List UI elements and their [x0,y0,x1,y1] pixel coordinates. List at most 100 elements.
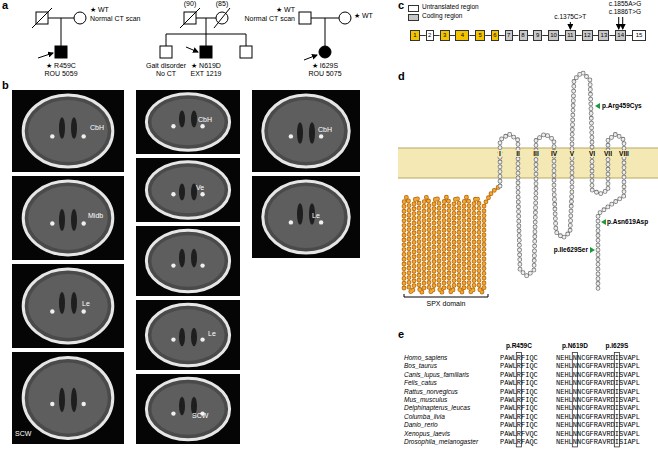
exon-box: 14 [615,30,626,41]
panel-letter: e [398,328,404,341]
male-symbol [55,46,67,58]
exon-number: 14 [617,32,624,38]
male-symbol [299,12,311,24]
female-symbol [339,12,351,24]
ventricle [191,111,197,128]
ventricle [59,209,65,231]
brain [28,363,108,434]
region-label: CbH [198,116,212,124]
sequence: PAWLRFIQC [500,396,538,404]
descent-line [206,18,207,34]
mutation-pointer [595,103,600,109]
ventricle [179,397,185,415]
panel-letter: c [398,0,404,12]
patient-id: ROU 5059 [44,70,77,78]
domain-label: SPX domain [427,300,466,308]
ventricle [71,209,77,231]
ventricle [309,122,315,144]
sequence: NEHLNNCGFRAVRDISVAPL [556,404,640,412]
calcification [200,337,204,341]
genotype-label: ★ WT [90,6,109,14]
sequence: PAWLRFIQC [500,404,538,412]
calcification [50,134,54,138]
skull [146,304,229,366]
deceased-slash [180,8,200,28]
species-name: Felis_catus [404,379,437,386]
phenotype-note: Normal CT scan [245,15,295,23]
sequence: PAWLRFIQC [500,413,538,421]
membrane-band [398,148,658,178]
variant-header: p.N619D [562,342,588,349]
brain [28,274,108,338]
region-label: SCW [15,430,31,438]
helix-number: III [532,150,539,157]
sequence: NEHLNNCGFRAVRDISVAPL [556,396,640,404]
species-name: Delphinapterus_leucas [404,404,470,411]
exon-number: 3 [443,32,446,38]
legend-text: Untranslated region [422,3,479,10]
sequence: NEHLNNCGFRAVRDISVAPL [556,354,640,362]
ct-frame [252,90,360,172]
exon-number: 1 [413,32,416,38]
ct-frame [136,300,240,370]
calcification [50,402,54,406]
genotype-label: ★ WT [354,12,373,20]
exon-box: 8 [519,30,528,41]
patient-id: EXT 1219 [190,70,221,78]
calcification [289,220,293,224]
brain [151,235,224,287]
male-symbol [160,46,172,58]
helix-number: I [498,150,502,157]
ct-frame [136,90,240,154]
age-label: (90) [184,0,196,8]
region-label: Le [208,330,216,338]
descent-line [325,18,326,46]
exon-box: 1 [410,30,420,41]
ventricle [297,122,303,144]
brain [151,309,224,361]
ventricle [179,111,185,128]
sequence: PAWLRFIQC [500,379,538,387]
brain [151,383,224,435]
ventricle [71,388,77,412]
calcification [171,337,175,341]
ventricle [191,249,197,267]
skull [263,181,349,253]
exon-number: 10 [550,32,557,38]
exon-box: 11 [565,30,576,41]
sequence: PAWLRFIQC [500,421,538,429]
exon-box: 2 [426,30,434,41]
sequence: NEHLNNCGFRAVRDISVAPL [556,413,640,421]
exon-number: 12 [584,32,591,38]
ventricle [191,328,197,346]
exon-number: 8 [521,32,524,38]
sequence: NEHLNNCGFRAVRDISVAPL [556,388,640,396]
mutation-label: p.Asn619Asp [607,218,648,225]
exon-box: 4 [455,30,469,41]
variant-label: c.1855A>G [609,0,642,7]
exon-number: 9 [536,32,539,38]
skull [23,358,113,439]
domain-bracket [404,297,488,298]
panel-letter: d [398,70,405,83]
exon-number: 15 [636,32,643,38]
ventricle [179,328,185,346]
skull [146,162,229,218]
sequence: PAWLRFVQC [500,430,538,438]
genotype-label: ★ WT [276,6,295,14]
mutation-label: p.Ile629Ser [554,246,588,253]
sequence: PAWLRFIQC [500,388,538,396]
ventricle [297,203,303,225]
descent-line [61,18,62,46]
region-label: CbH [318,126,332,134]
calcification [319,134,323,138]
calcification [200,192,204,196]
ventricle [59,292,65,314]
mutation-label: p.Arg459Cys [602,102,642,109]
phenotype-note: Gait disorder [146,62,186,70]
ct-frame [12,176,124,260]
species-name: Danio_rerio [404,421,438,428]
region-label: SCW [192,412,208,420]
sequence: NEHLNNCGFRAVRDISVAPL [556,421,640,429]
